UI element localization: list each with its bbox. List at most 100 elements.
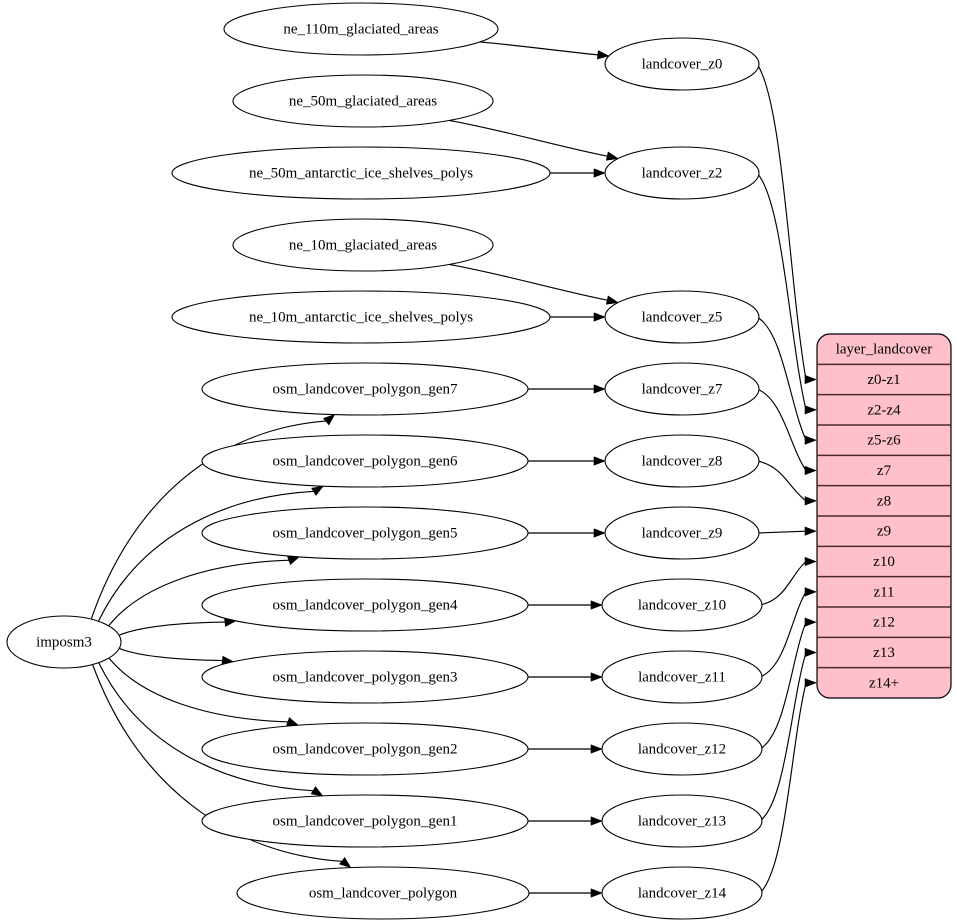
node-ne-10m-antarctic-ice-shelves-polys[interactable]: ne_10m_antarctic_ice_shelves_polys: [171, 290, 551, 344]
node-osm-landcover-polygon-gen3-shape: [201, 650, 529, 704]
layer-table-cell-z14plus[interactable]: z14+: [869, 675, 899, 691]
layer-table-cell-z8[interactable]: z8: [877, 493, 891, 509]
edge-ne-110m-glaciated-areas-to-landcover-z0: [479, 41, 599, 56]
node-landcover-z8-label: landcover_z8: [642, 453, 723, 469]
edges-layer: [90, 41, 817, 898]
node-landcover-z0-label: landcover_z0: [642, 56, 723, 72]
node-landcover-z12[interactable]: landcover_z12: [601, 722, 763, 776]
layer-table-cell-z11[interactable]: z11: [873, 584, 894, 600]
layer-table-cell-z2-z4[interactable]: z2-z4: [867, 402, 901, 418]
node-landcover-z9-shape: [604, 506, 760, 560]
node-imposm3[interactable]: imposm3: [6, 615, 122, 669]
layer-table-cell-z7[interactable]: z7: [877, 463, 892, 479]
node-osm-landcover-polygon-gen1[interactable]: osm_landcover_polygon_gen1: [201, 794, 529, 848]
node-osm-landcover-polygon-gen4-shape: [201, 578, 529, 632]
node-osm-landcover-polygon-gen2-label: osm_landcover_polygon_gen2: [273, 741, 458, 757]
layer-table-cell-z12[interactable]: z12: [873, 615, 895, 631]
node-imposm3-shape: [6, 615, 122, 669]
node-ne-50m-antarctic-ice-shelves-polys-label: ne_50m_antarctic_ice_shelves_polys: [249, 165, 473, 181]
node-osm-landcover-polygon-gen3[interactable]: osm_landcover_polygon_gen3: [201, 650, 529, 704]
node-landcover-z9[interactable]: landcover_z9: [604, 506, 760, 560]
edge-arrowhead: [804, 496, 817, 506]
node-osm-landcover-polygon-label: osm_landcover_polygon: [309, 885, 458, 901]
nodes-layer: imposm3 ne_110m_glaciated_areas ne_50m_gla…: [6, 2, 763, 920]
node-osm-landcover-polygon-gen7-label: osm_landcover_polygon_gen7: [273, 381, 458, 397]
edge-arrowhead: [593, 384, 606, 394]
node-landcover-z14-shape: [601, 866, 763, 920]
edge-arrowhead: [804, 465, 817, 476]
node-landcover-z5[interactable]: landcover_z5: [604, 290, 760, 344]
node-landcover-z8-shape: [604, 434, 760, 488]
node-osm-landcover-polygon-shape: [236, 866, 530, 920]
edge-landcover-z9-to-z9: [756, 530, 807, 534]
node-ne-10m-antarctic-ice-shelves-polys-label: ne_10m_antarctic_ice_shelves_polys: [249, 309, 473, 325]
node-osm-landcover-polygon-gen1-shape: [201, 794, 529, 848]
edge-arrowhead: [804, 647, 817, 658]
node-landcover-z7[interactable]: landcover_z7: [604, 362, 760, 416]
node-ne-50m-glaciated-areas-shape: [232, 74, 494, 128]
node-landcover-z2-label: landcover_z2: [642, 165, 723, 181]
edge-imposm3-to-osm-landcover-polygon: [92, 664, 343, 863]
node-osm-landcover-polygon[interactable]: osm_landcover_polygon: [236, 866, 530, 920]
edge-arrowhead: [593, 312, 606, 322]
node-osm-landcover-polygon-gen4-label: osm_landcover_polygon_gen4: [273, 597, 458, 613]
node-landcover-z12-label: landcover_z12: [638, 741, 726, 757]
node-landcover-z5-label: landcover_z5: [642, 309, 723, 325]
edge-arrowhead: [593, 528, 606, 538]
edge-imposm3-to-osm-landcover-polygon-gen3: [119, 647, 224, 662]
edge-imposm3-to-osm-landcover-polygon-gen1: [98, 662, 315, 792]
node-osm-landcover-polygon-gen2[interactable]: osm_landcover_polygon_gen2: [201, 722, 529, 776]
node-osm-landcover-polygon-gen4[interactable]: osm_landcover_polygon_gen4: [201, 578, 529, 632]
node-landcover-z7-label: landcover_z7: [642, 381, 723, 397]
node-landcover-z13-label: landcover_z13: [638, 813, 726, 829]
node-imposm3-label: imposm3: [36, 634, 92, 650]
edge-arrowhead: [339, 857, 352, 869]
node-ne-50m-glaciated-areas[interactable]: ne_50m_glaciated_areas: [232, 74, 494, 128]
node-landcover-z2[interactable]: landcover_z2: [604, 146, 760, 200]
edge-ne-50m-glaciated-areas-to-landcover-z2: [449, 119, 609, 157]
node-osm-landcover-polygon-gen7[interactable]: osm_landcover_polygon_gen7: [201, 362, 529, 416]
node-landcover-z13[interactable]: landcover_z13: [601, 794, 763, 848]
layer-table-cell-z13[interactable]: z13: [873, 645, 895, 661]
node-ne-10m-glaciated-areas-shape: [232, 218, 494, 272]
edge-arrowhead: [590, 600, 603, 610]
node-ne-110m-glaciated-areas[interactable]: ne_110m_glaciated_areas: [223, 2, 499, 56]
edge-arrowhead: [804, 526, 817, 536]
edge-landcover-z14-to-z14-: [759, 682, 807, 894]
node-osm-landcover-polygon-gen5-shape: [201, 506, 529, 560]
node-ne-10m-antarctic-ice-shelves-polys-shape: [171, 290, 551, 344]
node-landcover-z10[interactable]: landcover_z10: [601, 578, 763, 632]
node-landcover-z11-label: landcover_z11: [638, 669, 726, 685]
node-ne-10m-glaciated-areas[interactable]: ne_10m_glaciated_areas: [232, 218, 494, 272]
edge-landcover-z7-to-z7: [756, 388, 807, 471]
edge-arrowhead: [287, 556, 301, 566]
node-landcover-z8[interactable]: landcover_z8: [604, 434, 760, 488]
node-osm-landcover-polygon-gen7-shape: [201, 362, 529, 416]
edge-arrowhead: [596, 50, 610, 60]
edge-imposm3-to-osm-landcover-polygon-gen5: [108, 559, 290, 627]
node-ne-50m-glaciated-areas-label: ne_50m_glaciated_areas: [289, 93, 437, 109]
node-ne-50m-antarctic-ice-shelves-polys[interactable]: ne_50m_antarctic_ice_shelves_polys: [171, 146, 551, 200]
node-landcover-z12-shape: [601, 722, 763, 776]
node-landcover-z7-shape: [604, 362, 760, 416]
node-landcover-z0-shape: [604, 37, 760, 91]
node-landcover-z14[interactable]: landcover_z14: [601, 866, 763, 920]
layer-table-cell-z9[interactable]: z9: [877, 524, 891, 540]
layer-table-cell-z5-z6[interactable]: z5-z6: [867, 433, 901, 449]
edge-arrowhead: [322, 414, 336, 426]
edge-landcover-z2-to-z2-z4: [756, 172, 807, 410]
node-osm-landcover-polygon-gen5[interactable]: osm_landcover_polygon_gen5: [201, 506, 529, 560]
layer-table-cell-z0-z1[interactable]: z0-z1: [867, 372, 900, 388]
layer-landcover-table: layer_landcoverz0-z1z2-z4z5-z6z7z8z9z10z…: [816, 333, 952, 699]
edge-landcover-z13-to-z13: [759, 652, 807, 822]
edge-arrowhead: [605, 295, 619, 305]
edge-arrowhead: [804, 617, 817, 627]
edge-imposm3-to-osm-landcover-polygon-gen6: [97, 490, 315, 622]
node-ne-110m-glaciated-areas-shape: [223, 2, 499, 56]
layer-table-cell-z10[interactable]: z10: [873, 554, 895, 570]
node-osm-landcover-polygon-gen6[interactable]: osm_landcover_polygon_gen6: [201, 434, 529, 488]
node-osm-landcover-polygon-gen3-label: osm_landcover_polygon_gen3: [273, 669, 458, 685]
node-landcover-z11[interactable]: landcover_z11: [601, 650, 763, 704]
edge-landcover-z10-to-z10: [759, 561, 807, 606]
node-landcover-z0[interactable]: landcover_z0: [604, 37, 760, 91]
